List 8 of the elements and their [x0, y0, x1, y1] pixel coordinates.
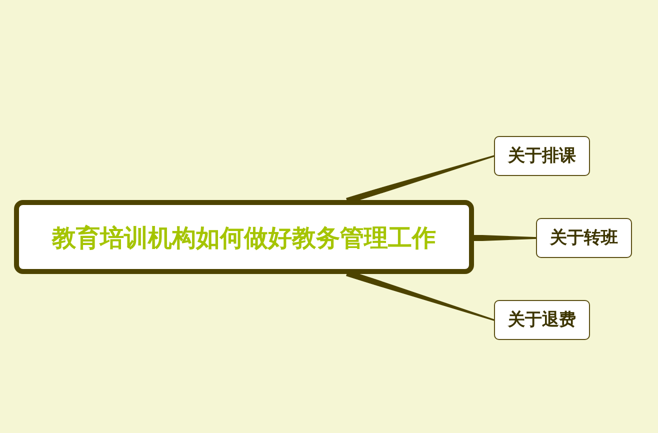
subtopic-text: 关于排课: [508, 146, 576, 166]
subtopic-text: 关于转班: [550, 228, 618, 248]
subtopic-box: [536, 218, 632, 258]
subtopic-text: 关于退费: [508, 310, 576, 330]
subtopic-box: [494, 300, 590, 340]
central-topic-box: [14, 200, 474, 274]
central-topic-text: 教育培训机构如何做好教务管理工作: [52, 224, 436, 253]
subtopic-box: [494, 136, 590, 176]
